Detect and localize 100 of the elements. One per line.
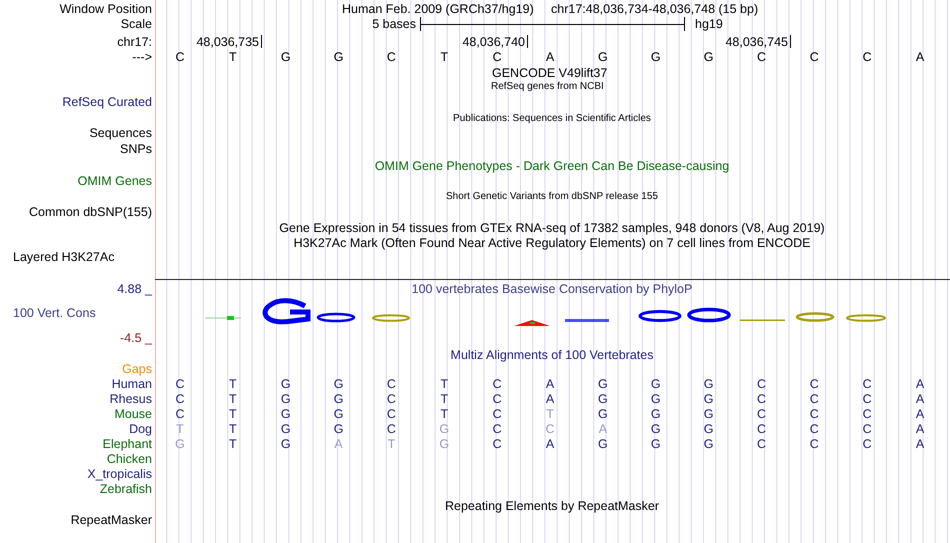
track-title: Multiz Alignments of 100 Vertebrates	[450, 348, 654, 362]
base-letter: G	[650, 422, 661, 436]
track-title: Publications: Sequences in Scientific Articles	[453, 114, 651, 124]
base-letter: C	[492, 438, 502, 450]
base-letter: A	[546, 392, 554, 406]
track-label: Sequences	[89, 126, 152, 140]
species-label: Zebrafish	[100, 482, 152, 496]
base-letter: C	[756, 378, 766, 390]
position-range-label: chr17:48,036,734-48,036,748 (15 bp)	[551, 2, 758, 16]
base-letter: C	[386, 50, 396, 64]
track-label: 100 Vert. Cons	[13, 306, 96, 320]
base-letter: T	[388, 438, 396, 450]
base-letter: C	[756, 50, 766, 64]
track-label: RepeatMasker	[70, 514, 152, 526]
track-title: RefSeq genes from NCBI	[491, 82, 604, 92]
track-label: OMIM Genes	[78, 174, 152, 188]
coordinate-label: 48,036,745	[725, 36, 788, 48]
base-letter: G	[280, 50, 291, 64]
strand-label: --->	[132, 50, 152, 64]
base-letter: C	[492, 392, 502, 406]
track-label: SNPs	[120, 142, 152, 156]
base-letter: C	[175, 378, 185, 390]
track-title: Short Genetic Variants from dbSNP release 155	[446, 192, 658, 202]
base-letter: C	[175, 50, 185, 64]
base-letter: G	[280, 392, 291, 406]
base-letter: G	[439, 422, 450, 436]
axis-tick-label: 4.88 _	[117, 282, 152, 296]
base-letter: C	[492, 408, 502, 420]
species-label: X_tropicalis	[87, 468, 152, 480]
base-letter: T	[440, 392, 448, 406]
base-letter: A	[334, 438, 343, 450]
base-letter: G	[280, 422, 291, 436]
base-letter: T	[546, 408, 554, 420]
track-title: Repeating Elements by RepeatMasker	[445, 500, 659, 512]
track-label: RefSeq Curated	[62, 96, 152, 108]
base-letter: T	[229, 408, 237, 420]
base-letter: C	[810, 50, 819, 64]
base-letter: T	[176, 422, 184, 436]
base-letter: G	[704, 392, 714, 406]
base-letter: G	[650, 392, 661, 406]
base-letter: A	[916, 408, 924, 420]
track-label: Common dbSNP(155)	[29, 206, 152, 218]
base-letter: C	[756, 438, 766, 450]
track-label: Layered H3K27Ac	[13, 250, 114, 264]
base-letter: G	[650, 50, 661, 64]
row-label: chr17:	[117, 36, 152, 48]
base-letter: G	[598, 438, 608, 450]
base-letter: A	[546, 438, 554, 450]
row-label: Window Position	[60, 2, 152, 16]
base-letter: T	[440, 378, 448, 390]
base-letter: C	[386, 422, 396, 436]
base-letter: C	[862, 438, 872, 450]
base-letter: A	[916, 378, 924, 390]
base-letter: A	[546, 50, 554, 64]
base-letter: A	[916, 422, 924, 436]
base-letter: G	[598, 392, 608, 406]
base-letter: G	[598, 50, 608, 64]
base-letter: C	[862, 392, 872, 406]
base-letter: G	[704, 422, 714, 436]
species-label: Dog	[129, 422, 152, 436]
coordinate-label: 48,036,740	[462, 36, 525, 48]
base-letter: G	[334, 408, 344, 420]
base-letter: C	[386, 378, 396, 390]
base-letter: C	[862, 50, 872, 64]
base-letter: A	[546, 378, 554, 390]
base-letter: T	[440, 408, 448, 420]
base-letter: C	[810, 408, 819, 420]
base-letter: T	[229, 378, 237, 390]
track-label: Gaps	[122, 362, 152, 376]
base-letter: G	[334, 392, 344, 406]
base-letter: T	[229, 438, 237, 450]
base-letter: T	[229, 392, 237, 406]
axis-tick-label: -4.5 _	[120, 332, 152, 344]
base-letter: G	[280, 378, 291, 390]
species-label: Elephant	[102, 438, 152, 450]
base-letter: C	[756, 392, 766, 406]
base-letter: A	[916, 392, 924, 406]
coordinate-label: 48,036,735	[196, 36, 259, 48]
base-letter: G	[650, 378, 661, 390]
base-letter: C	[546, 422, 555, 436]
base-letter: G	[334, 422, 344, 436]
base-letter: C	[810, 392, 819, 406]
base-letter: C	[492, 378, 502, 390]
base-letter: C	[492, 422, 502, 436]
base-letter: C	[862, 378, 872, 390]
base-letter: G	[280, 408, 291, 420]
track-title: Gene Expression in 54 tissues from GTEx RNA-seq of 17382 samples, 948 donors (V8, Aug 2019)	[279, 222, 825, 234]
base-letter: C	[810, 422, 819, 436]
base-letter: C	[492, 50, 502, 64]
base-letter: G	[334, 378, 344, 390]
base-letter: G	[704, 378, 714, 390]
scale-label: 5 bases	[372, 18, 416, 30]
base-letter: A	[598, 422, 608, 436]
base-letter: C	[756, 408, 766, 420]
base-letter: C	[756, 422, 766, 436]
base-letter: T	[229, 50, 237, 64]
base-letter: G	[439, 438, 450, 450]
track-title: GENCODE V49lift37	[492, 66, 608, 80]
base-letter: G	[650, 438, 661, 450]
base-letter: G	[334, 50, 344, 64]
